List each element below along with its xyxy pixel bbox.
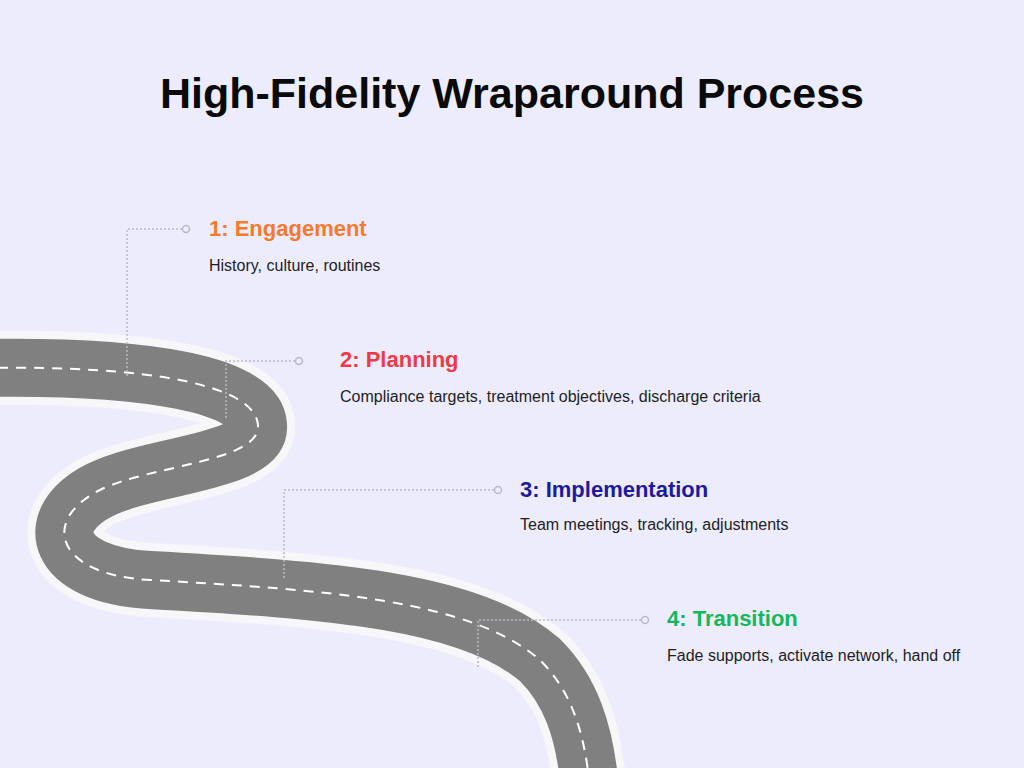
stage-description: History, culture, routines	[209, 256, 380, 275]
leader-dot	[642, 617, 649, 624]
stage-heading: 1: Engagement	[209, 216, 367, 242]
stage-description: Fade supports, activate network, hand of…	[667, 646, 960, 665]
leader-line	[127, 229, 182, 376]
leader-line	[478, 620, 641, 668]
stage-heading: 3: Implementation	[520, 477, 708, 503]
stage-heading: 4: Transition	[667, 606, 798, 632]
leader-line	[284, 490, 494, 580]
leader-dot	[296, 358, 303, 365]
leader-line	[226, 361, 295, 420]
stage-description: Team meetings, tracking, adjustments	[520, 515, 789, 534]
leader-dot	[183, 226, 190, 233]
road-edge	[0, 368, 590, 768]
stage-heading: 2: Planning	[340, 347, 459, 373]
road-surface	[0, 368, 590, 768]
diagram-title: High-Fidelity Wraparound Process	[0, 68, 1024, 120]
road-centerline	[0, 368, 590, 768]
stage-description: Compliance targets, treatment objectives…	[340, 387, 761, 406]
leader-dot	[495, 487, 502, 494]
